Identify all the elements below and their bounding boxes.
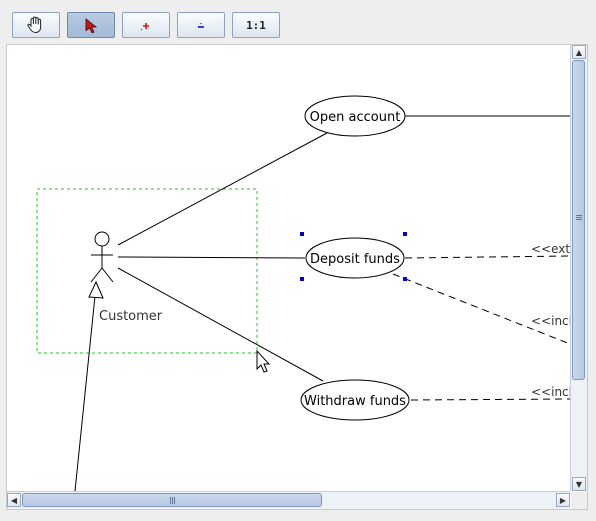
include-stereotype-label-2: <<incl [531,385,570,399]
actor-right-leg [101,267,114,283]
include-stereotype-label-1: <<incl [531,314,570,328]
zoom-out-tool-button[interactable] [177,12,225,38]
vertical-scrollbar[interactable]: ▲ ▼ [570,45,587,491]
usecase-open-account[interactable]: Open account [304,95,406,137]
actor-left-leg [90,267,103,283]
generalization-arrowhead [88,280,104,299]
horizontal-scroll-thumb[interactable] [22,493,322,507]
hand-icon [27,16,42,34]
usecase-deposit-funds-label: Deposit funds [310,252,400,267]
diagram-canvas[interactable]: Customer Open account Deposit funds With… [7,45,570,491]
usecase-open-account-label: Open account [310,110,401,125]
one-to-one-icon: 1:1 [246,18,266,32]
usecase-deposit-funds[interactable]: Deposit funds [305,237,405,279]
vertical-scroll-thumb[interactable] [572,60,585,380]
association-deposit-funds [117,256,306,259]
selection-rectangle [36,188,258,354]
scroll-down-arrow-icon[interactable]: ▼ [572,477,586,491]
scroll-left-arrow-icon[interactable]: ◀ [7,493,21,507]
scroll-up-arrow-icon[interactable]: ▲ [572,45,586,59]
zoom-out-icon [198,22,204,28]
zoom-in-tool-button[interactable] [122,12,170,38]
actor-head [94,231,110,247]
select-tool-button[interactable] [67,12,115,38]
usecase-withdraw-funds-label: Withdraw funds [304,394,406,409]
selection-handles[interactable] [300,232,407,281]
toolbar: 1:1 [0,0,596,44]
association-open-account [117,132,328,246]
resize-handle-se[interactable] [403,277,407,281]
association-withdraw-funds [117,267,324,382]
zoom-in-icon [140,23,149,31]
resize-handle-ne[interactable] [403,232,407,236]
extend-stereotype-label: <<exte [531,242,570,256]
usecase-withdraw-funds[interactable]: Withdraw funds [300,379,410,421]
extend-dependency-line [404,255,570,259]
actual-size-tool-button[interactable]: 1:1 [232,12,280,38]
resize-handle-sw[interactable] [300,277,304,281]
pan-tool-button[interactable] [12,12,60,38]
grip-icon [576,215,582,221]
scroll-right-arrow-icon[interactable]: ▶ [556,493,570,507]
use-case-diagram: Customer Open account Deposit funds With… [36,95,570,491]
generalization-line [74,295,96,491]
horizontal-scrollbar[interactable]: ◀ ▶ [7,491,570,509]
actor-customer[interactable] [90,231,114,283]
grip-icon [170,497,176,504]
mouse-cursor-icon [256,349,271,373]
include-dependency-line-1 [392,273,570,345]
resize-handle-nw[interactable] [300,232,304,236]
include-dependency-line-2 [410,398,570,401]
diagram-scroll-pane: Customer Open account Deposit funds With… [6,44,588,510]
actor-label: Customer [99,309,163,324]
arrow-pointer-icon [85,18,98,33]
scrollbar-corner [571,492,587,509]
